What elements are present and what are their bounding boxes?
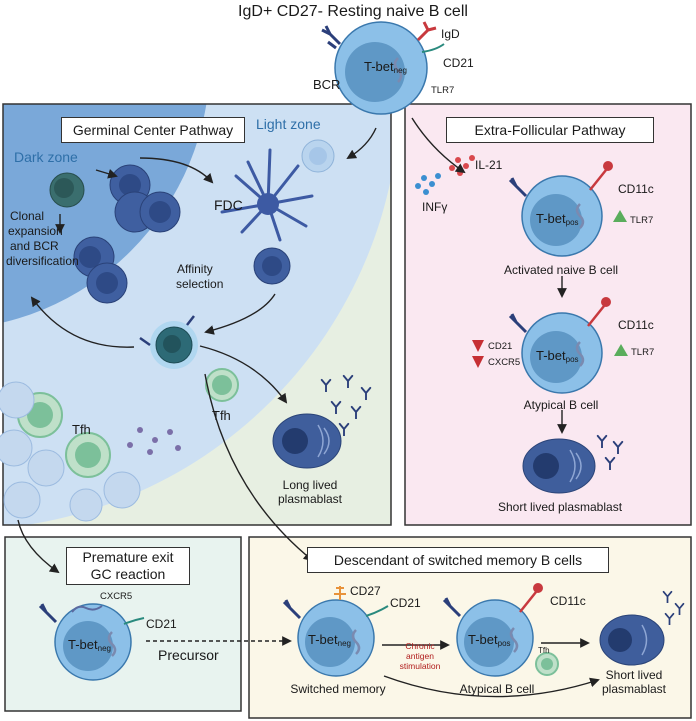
sm-tbet-neg-label: T-betneg xyxy=(308,632,351,649)
cd21-icon xyxy=(421,43,445,53)
long-lived-label-2: plasmablast xyxy=(277,492,343,506)
gc-title: Germinal Center Pathway xyxy=(61,117,245,143)
chronic-label-3: stimulation xyxy=(399,661,441,671)
short-lived-label-sm-2: plasmablast xyxy=(601,682,667,696)
tfh-small xyxy=(535,652,559,676)
cd27-label: CD27 xyxy=(350,584,381,598)
arrows xyxy=(17,117,600,698)
cd21-down-icon xyxy=(472,340,484,352)
cd21-label-sm: CD21 xyxy=(390,596,421,610)
fdc-label: FDC xyxy=(214,197,243,213)
activated-naive-cell xyxy=(508,161,627,257)
cxcr5-label-ef: CXCR5 xyxy=(488,357,521,368)
dark-zone-label: Dark zone xyxy=(14,149,78,165)
fdc-cell xyxy=(220,148,314,242)
igd-icon xyxy=(416,21,437,42)
ef-tbet-label-2: T-betpos xyxy=(536,348,579,365)
diagram-title: IgD+ CD27- Resting naive B cell xyxy=(238,3,468,20)
cxcr5-label-exit: CXCR5 xyxy=(100,591,133,602)
naive-b-cell xyxy=(321,21,445,115)
tfh-left-label: Tfh xyxy=(72,422,91,437)
igd-label: IgD xyxy=(441,27,460,41)
follicle-cells xyxy=(0,381,141,522)
cd27-icon xyxy=(334,586,346,600)
selected-b-cell xyxy=(139,315,198,369)
chronic-label-1: Chronic xyxy=(405,641,435,651)
tfh-label-sm: Tfh xyxy=(538,646,550,655)
top-tbet-label: T-betneg xyxy=(364,59,407,76)
tlr7-up-icon xyxy=(613,210,627,222)
cd11c-label-sm: CD11c xyxy=(550,594,586,608)
cd11c-label-1: CD11c xyxy=(618,182,654,196)
short-lived-plasmablast-ef xyxy=(522,434,624,494)
long-lived-plasmablast xyxy=(272,413,342,469)
short-lived-label-ef: Short lived plasmablast xyxy=(497,500,623,514)
light-zone-cells xyxy=(253,139,335,285)
cd11c-label-2: CD11c xyxy=(618,318,654,332)
tlr7-up-icon-2 xyxy=(614,344,628,356)
switched-title: Descendant of switched memory B cells xyxy=(307,547,609,573)
atypical-b-cell-ef xyxy=(472,297,628,394)
tlr7-label-ef2: TLR7 xyxy=(631,347,655,358)
tlr7-label: TLR7 xyxy=(431,85,455,96)
clonal-label-4: diversification xyxy=(6,254,79,268)
bcr-icon xyxy=(321,25,342,46)
atypical-b-cell-sm xyxy=(442,583,543,677)
clonal-label-3: and BCR xyxy=(10,239,59,253)
cxcr5-down-icon xyxy=(472,356,484,368)
chronic-label-2: antigen xyxy=(406,651,434,661)
switched-memory-cell xyxy=(282,586,389,677)
sm-tbet-pos-label: T-betpos xyxy=(468,632,511,649)
affinity-label-2: selection xyxy=(176,277,224,291)
infg-label: INFγ xyxy=(422,200,448,214)
cd21-label: CD21 xyxy=(443,56,474,70)
activated-label: Activated naive B cell xyxy=(503,263,619,277)
gc-panel-border xyxy=(2,103,392,526)
cd21-label-ef: CD21 xyxy=(488,341,513,352)
atypical-label-ef: Atypical B cell xyxy=(523,398,599,412)
long-lived-label-1: Long lived xyxy=(282,478,338,492)
ef-title: Extra-Follicular Pathway xyxy=(446,117,654,143)
precursor-cell xyxy=(38,603,145,681)
cd21-label-exit: CD21 xyxy=(146,617,177,631)
tfh-right-label: Tfh xyxy=(212,408,231,423)
short-lived-label-sm-1: Short lived xyxy=(605,668,663,682)
tlr7-icon xyxy=(393,57,403,83)
precursor-label: Precursor xyxy=(158,647,219,663)
ef-tbet-label-1: T-betpos xyxy=(536,211,579,228)
clonal-label-1: Clonal xyxy=(10,209,45,223)
short-lived-plasmablast-sm xyxy=(599,590,685,666)
switched-memory-label: Switched memory xyxy=(290,682,386,696)
atypical-label-sm: Atypical B cell xyxy=(459,682,535,696)
light-zone-label: Light zone xyxy=(256,116,321,132)
bcr-label: BCR xyxy=(313,77,341,92)
il21-label: IL-21 xyxy=(475,158,503,172)
exit-tbet-label: T-betneg xyxy=(68,637,111,654)
tlr7-label-ef1: TLR7 xyxy=(630,215,654,226)
cytokine-dots xyxy=(127,427,181,455)
dark-zone-cells xyxy=(49,164,181,304)
clonal-label-2: expansion xyxy=(8,224,63,238)
affinity-label-1: Affinity xyxy=(177,262,213,276)
